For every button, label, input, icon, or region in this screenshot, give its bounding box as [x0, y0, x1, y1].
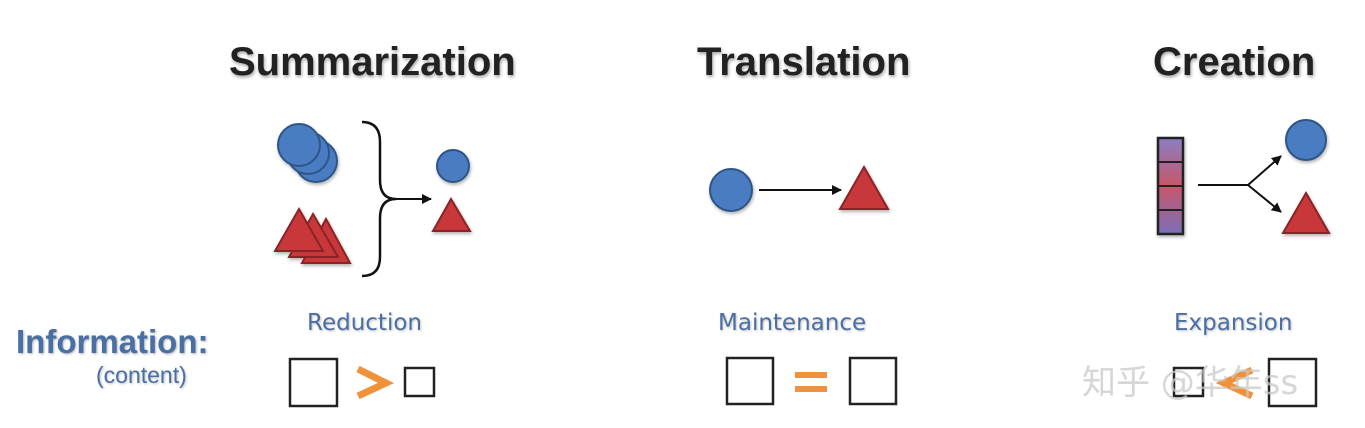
- translation-title: Translation: [697, 40, 911, 84]
- summarization-input-circles: [277, 123, 338, 183]
- information-label: Information:: [16, 323, 209, 360]
- summarization-output-triangle: [431, 197, 472, 232]
- translation-input-circle: [709, 168, 753, 212]
- equals-operator: [795, 372, 827, 392]
- translation-output-triangle: [838, 164, 890, 210]
- creation-input-vector: [1156, 136, 1185, 236]
- creation-output-circle: [1285, 119, 1327, 161]
- expansion-label: Expansion: [1174, 310, 1293, 336]
- maintenance-box-left: [725, 356, 775, 406]
- summarization-title: Summarization: [229, 40, 516, 84]
- summarization-brace: [361, 120, 397, 278]
- reduction-label: Reduction: [307, 310, 422, 336]
- less-than-operator: [1215, 366, 1254, 400]
- maintenance-box-right: [848, 356, 898, 406]
- creation-fork-arrow: [1198, 155, 1282, 213]
- greater-than-operator: [356, 365, 395, 400]
- summarization-output-circle: [436, 149, 470, 183]
- watermark-text: 知乎 @华年ss: [1082, 363, 1299, 403]
- expansion-box-large: [1267, 357, 1318, 408]
- reduction-box-small: [403, 366, 436, 398]
- creation-output-triangle: [1281, 190, 1331, 234]
- reduction-box-large: [288, 357, 339, 408]
- summarization-input-triangles: [273, 206, 352, 264]
- creation-title: Creation: [1153, 40, 1316, 84]
- expansion-box-small: [1172, 366, 1205, 398]
- information-sublabel: (content): [96, 362, 187, 388]
- maintenance-label: Maintenance: [718, 310, 867, 336]
